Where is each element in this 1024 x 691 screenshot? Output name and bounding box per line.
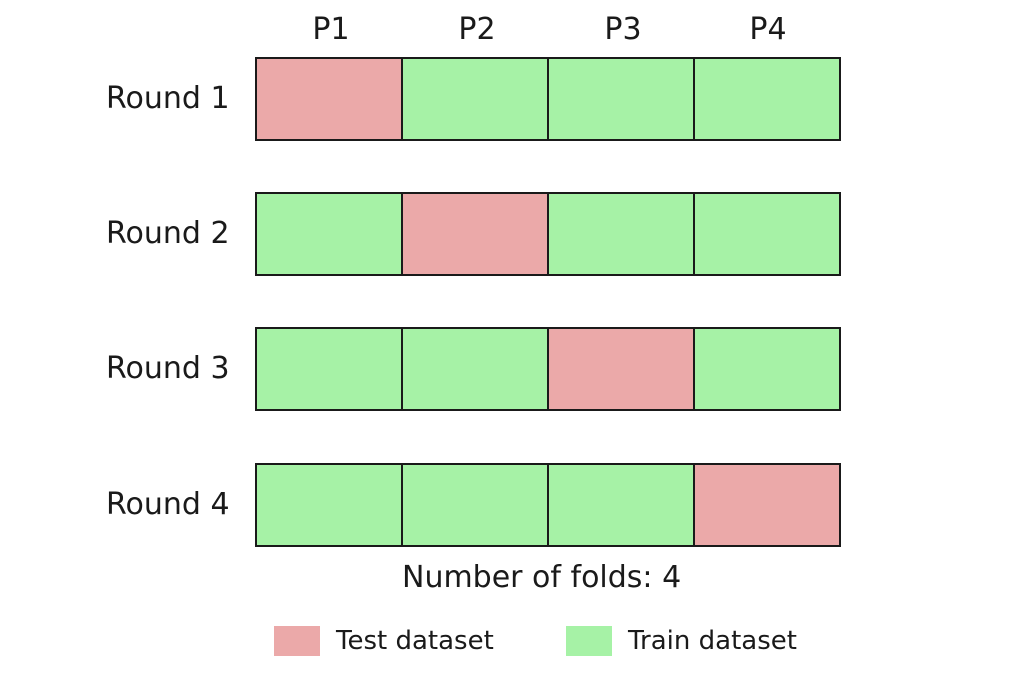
train-fold — [693, 59, 839, 139]
train-fold — [257, 329, 401, 409]
legend-train: Train dataset — [566, 624, 797, 658]
train-legend-label: Train dataset — [628, 626, 797, 656]
fold-strip-3 — [255, 327, 841, 411]
round-label-1: Round 1 — [106, 81, 230, 116]
round-label-3: Round 3 — [106, 351, 230, 386]
round-label-2: Round 2 — [106, 216, 230, 251]
train-fold — [401, 59, 547, 139]
round-row-3: Round 3 — [0, 327, 1024, 411]
folds-caption: Number of folds: 4 — [402, 560, 682, 595]
fold-strip-4 — [255, 463, 841, 547]
train-fold — [401, 329, 547, 409]
test-fold — [547, 329, 693, 409]
test-fold — [257, 59, 401, 139]
column-label-p2: P2 — [458, 12, 496, 47]
column-label-p4: P4 — [749, 12, 787, 47]
test-legend-label: Test dataset — [336, 626, 494, 656]
train-fold — [547, 59, 693, 139]
legend-test: Test dataset — [274, 624, 494, 658]
round-row-2: Round 2 — [0, 192, 1024, 276]
train-swatch — [566, 626, 612, 656]
train-fold — [547, 194, 693, 274]
fold-strip-1 — [255, 57, 841, 141]
round-label-4: Round 4 — [106, 487, 230, 522]
train-fold — [547, 465, 693, 545]
train-fold — [401, 465, 547, 545]
test-swatch — [274, 626, 320, 656]
test-fold — [693, 465, 839, 545]
column-label-p3: P3 — [604, 12, 642, 47]
fold-strip-2 — [255, 192, 841, 276]
round-row-1: Round 1 — [0, 57, 1024, 141]
train-fold — [693, 194, 839, 274]
train-fold — [693, 329, 839, 409]
train-fold — [257, 465, 401, 545]
test-fold — [401, 194, 547, 274]
column-label-p1: P1 — [312, 12, 350, 47]
train-fold — [257, 194, 401, 274]
round-row-4: Round 4 — [0, 463, 1024, 547]
